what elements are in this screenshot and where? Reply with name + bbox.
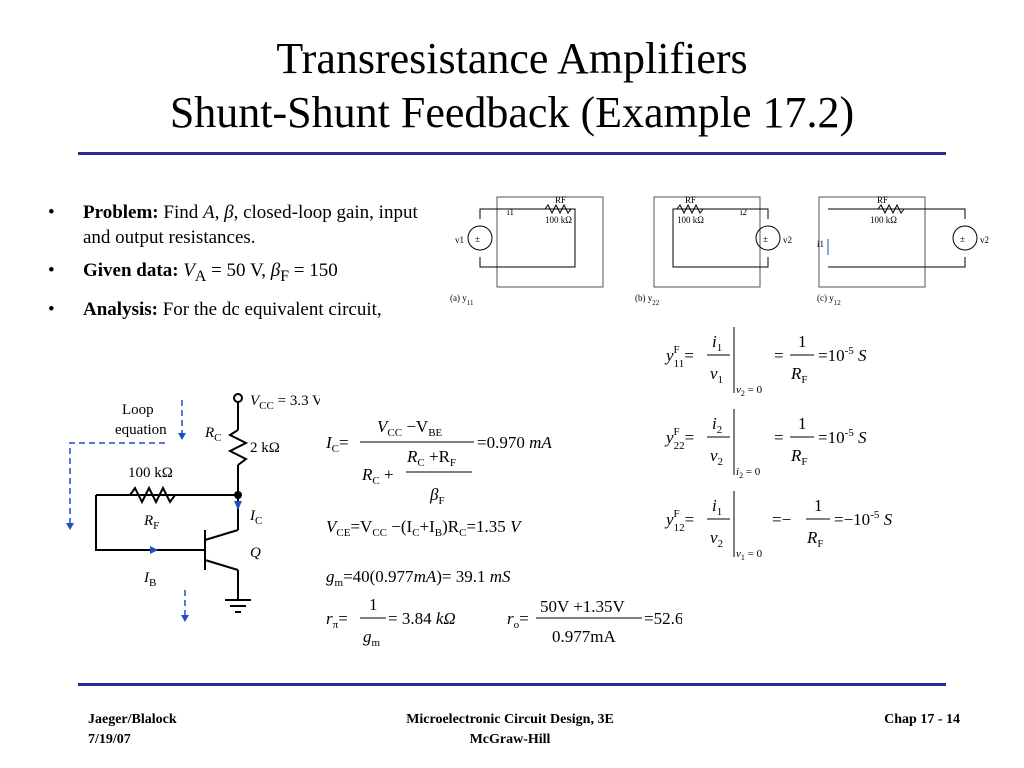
svg-text:VCE=VCC −(IC+IB)RC=1.35 V: VCE=VCC −(IC+IB)RC=1.35 V [326, 517, 523, 539]
svg-text:v2 = 0: v2 = 0 [736, 384, 763, 398]
svg-text:=0.970 mA: =0.970 mA [477, 433, 552, 452]
svg-text:100 kΩ: 100 kΩ [545, 215, 572, 225]
title-divider [78, 152, 946, 155]
svg-text:RF: RF [143, 513, 159, 532]
svg-text:i2 = 0: i2 = 0 [736, 466, 761, 480]
svg-text:RC +: RC + [361, 465, 394, 487]
svg-text:50V +1.35V: 50V +1.35V [540, 597, 626, 616]
svg-text:100 kΩ: 100 kΩ [870, 215, 897, 225]
i2-label: i2 [740, 207, 747, 217]
svg-text:RF: RF [790, 446, 808, 468]
bullet-analysis: • Analysis: For the dc equivalent circui… [48, 298, 382, 320]
footer-book: Microelectronic Circuit Design, 3E McGra… [406, 712, 614, 747]
svg-text:100 kΩ: 100 kΩ [677, 215, 704, 225]
svg-text:=−10-5 S: =−10-5 S [834, 509, 893, 529]
footer-page: Chap 17 - 14 [884, 712, 960, 727]
title-line-2: Shunt-Shunt Feedback (Example 17.2) [169, 88, 855, 137]
analysis-label: Analysis: [83, 298, 158, 320]
caption-a: (a) y11 [450, 293, 474, 307]
svg-text:ro=: ro= [507, 609, 529, 631]
svg-text:=−: =− [772, 510, 791, 529]
svg-text:=10-5 S: =10-5 S [818, 345, 867, 365]
svg-text:VCC −VBE: VCC −VBE [377, 417, 443, 439]
bullet-list: • Problem: Find A, β, closed-loop gain, … [48, 200, 448, 330]
svg-text:VCC = 3.3 V: VCC = 3.3 V [250, 393, 320, 412]
svg-text:v2: v2 [710, 528, 723, 550]
given-label: Given data: [83, 260, 179, 281]
svg-text:RF: RF [685, 195, 696, 205]
svg-text:100 kΩ: 100 kΩ [128, 465, 173, 481]
svg-text:±: ± [960, 234, 965, 244]
bullet-given: • Given data: VA = 50 V, βF = 150 [48, 260, 338, 285]
two-port-figures: ± ± ± i1 v1 RF 100 kΩ i2 v2 RF 100 kΩ i1… [450, 195, 989, 307]
svg-text:Loop: Loop [122, 402, 154, 418]
svg-text:2 kΩ: 2 kΩ [250, 440, 280, 456]
bullet-problem: • Problem: Find A, β, closed-loop gain, … [48, 202, 418, 248]
svg-text:IB: IB [143, 570, 156, 589]
svg-text:v2: v2 [710, 446, 723, 468]
svg-text:1: 1 [814, 496, 823, 515]
svg-text:RF: RF [806, 528, 824, 550]
v2-label: v2 [783, 235, 792, 245]
svg-text:gm: gm [363, 627, 381, 649]
svg-text:RC +RF: RC +RF [406, 447, 456, 469]
svg-text:1: 1 [798, 414, 807, 433]
dc-analysis-equations: IC= VCC −VBE RC + RC +RF βF =0.970 mA VC… [325, 417, 682, 649]
svg-text:±: ± [475, 234, 480, 244]
svg-text:v2: v2 [980, 235, 989, 245]
svg-text:gm=40(0.977mA)= 39.1 mS: gm=40(0.977mA)= 39.1 mS [326, 567, 511, 589]
footer-divider [78, 683, 946, 686]
svg-text:0.977mA: 0.977mA [552, 627, 616, 646]
svg-text:= 3.84 kΩ: = 3.84 kΩ [388, 609, 456, 628]
svg-text:equation: equation [115, 422, 167, 438]
svg-text:rπ=: rπ= [326, 609, 348, 631]
slide-title: Transresistance Amplifiers Shunt-Shunt F… [0, 32, 1024, 140]
v1-label: v1 [455, 235, 464, 245]
svg-text:βF: βF [429, 485, 445, 507]
svg-text:=: = [774, 428, 784, 447]
svg-text:RF: RF [790, 364, 808, 386]
svg-text:RF: RF [877, 195, 888, 205]
svg-text:±: ± [763, 234, 768, 244]
svg-text:=: = [774, 346, 784, 365]
caption-b: (b) y22 [635, 293, 660, 307]
svg-text:IC: IC [249, 508, 262, 527]
svg-text:=52.6 kΩ: =52.6 kΩ [644, 609, 682, 628]
svg-text:i2: i2 [712, 414, 722, 436]
dc-equivalent-circuit: VCC = 3.3 V Loop equation RC 2 kΩ 100 kΩ… [66, 393, 320, 622]
svg-text:RC: RC [204, 425, 222, 444]
svg-text:RF: RF [555, 195, 566, 205]
footer-authors: Jaeger/Blalock 7/19/07 [88, 712, 177, 747]
svg-text:i1: i1 [712, 496, 722, 518]
svg-text:=10-5 S: =10-5 S [818, 427, 867, 447]
problem-label: Problem: [83, 202, 159, 223]
title-line-1: Transresistance Amplifiers [276, 34, 748, 83]
svg-text:Q: Q [250, 545, 261, 561]
svg-text:i1: i1 [712, 332, 722, 354]
svg-text:i1: i1 [817, 239, 824, 249]
svg-text:v1: v1 [710, 364, 723, 386]
caption-c: (c) y12 [817, 293, 841, 307]
svg-text:1: 1 [798, 332, 807, 351]
i1-label: i1 [507, 207, 514, 217]
svg-text:IC=: IC= [325, 433, 349, 455]
svg-text:v1 = 0: v1 = 0 [736, 548, 763, 562]
svg-text:1: 1 [369, 595, 378, 614]
